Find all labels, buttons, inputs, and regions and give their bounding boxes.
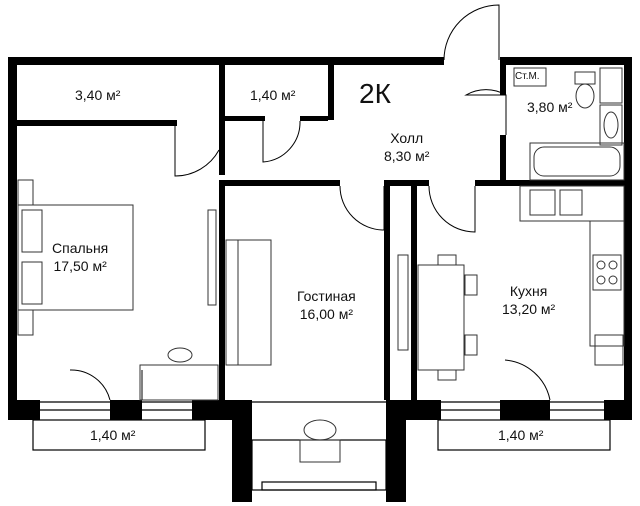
room-area: 13,20 м²: [502, 301, 556, 317]
room-area: 1,40 м²: [250, 87, 296, 103]
living-furniture: [225, 239, 409, 463]
room-balcony-left: 1,40 м²: [90, 426, 135, 444]
room-kitchen: Кухня 13,20 м²: [502, 282, 555, 318]
bathroom-fixtures: [513, 67, 625, 181]
apartment-type-label: 2К: [359, 78, 391, 109]
room-area: 1,40 м²: [498, 427, 544, 443]
room-name: Гостиная: [297, 288, 356, 304]
kitchen-furniture: [417, 185, 625, 381]
room-bedroom: Спальня 17,50 м²: [52, 239, 108, 275]
walls: [8, 57, 632, 502]
room-area: 3,40 м²: [75, 87, 121, 103]
room-name: Холл: [390, 130, 424, 146]
doors: [69, 4, 551, 401]
room-area: 1,40 м²: [90, 427, 136, 443]
room-hall: Холл 8,30 м²: [384, 129, 429, 165]
washer-label: Ст.М.: [515, 71, 540, 82]
room-storage-1: 3,40 м²: [75, 86, 120, 104]
room-storage-2: 1,40 м²: [250, 86, 295, 104]
room-area: 17,50 м²: [53, 258, 107, 274]
room-area: 3,80 м²: [527, 99, 573, 115]
bedroom-furniture: [17, 179, 219, 401]
room-bathroom: 3,80 м²: [527, 98, 572, 116]
room-area: 16,00 м²: [299, 306, 353, 322]
room-name: Кухня: [509, 283, 548, 299]
room-balcony-right: 1,40 м²: [498, 426, 543, 444]
balconies: [32, 401, 611, 491]
room-living: Гостиная 16,00 м²: [297, 287, 356, 323]
room-name: Спальня: [52, 240, 109, 256]
room-area: 8,30 м²: [384, 148, 430, 164]
